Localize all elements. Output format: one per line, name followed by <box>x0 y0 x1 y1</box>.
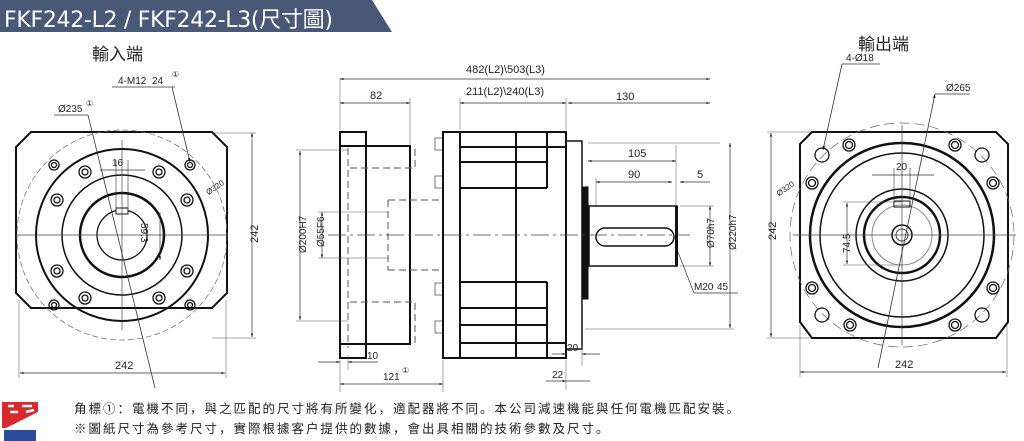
footnote-line-2: ※圖紙尺寸為參考尺寸，實際根據客户提供的數據，會出具相關的技術參數及尺寸。 <box>74 421 611 436</box>
input-width-dim: 242 <box>115 360 133 372</box>
spigot-dia-dim: Ø220h7 <box>728 214 739 250</box>
flange-thk-dim: 10 <box>367 351 379 362</box>
input-height-dim: 242 <box>249 225 261 243</box>
input-bolt-holes <box>48 159 196 311</box>
page-title: FKF242-L2 / FKF242-L3(尺寸圖) <box>4 8 333 33</box>
thread-depth: 45 <box>717 282 729 293</box>
output-end-label: 輸出端 <box>858 35 909 54</box>
output-key-height: 74.5 <box>842 233 853 253</box>
total-length-dim: 482(L2)\503(L3) <box>466 64 545 76</box>
spigot-len-dim: 20 <box>567 343 579 354</box>
input-length-dim: 82 <box>370 90 382 102</box>
bore-dia-dim: Ø55F6 <box>316 216 327 247</box>
footnote-mark: ① <box>86 99 93 108</box>
title-banner: FKF242-L2 / FKF242-L3(尺寸圖) <box>0 0 392 33</box>
shaft-dia-dim: Ø70h7 <box>706 218 717 248</box>
input-flange-dia: Ø320 <box>205 178 227 197</box>
output-width-dim: 242 <box>895 359 913 371</box>
output-mount-holes <box>805 138 1000 332</box>
footnote-line-1: 角標①：電機不同，與之匹配的尺寸將有所變化，適配器將不同。本公司減速機能與任何電… <box>74 401 742 416</box>
output-pcd-callout: Ø265 <box>946 83 971 94</box>
input-key-height: 59.3 <box>138 223 149 243</box>
input-bolt-callout: 4-M12 <box>118 76 147 87</box>
banner-background <box>0 0 392 32</box>
footnote-mark: ① <box>172 70 179 79</box>
flange-len-dim: 22 <box>552 370 564 381</box>
key-offset-dim: 5 <box>697 169 703 181</box>
side-view: 482(L2)\503(L3) 82 211(L2)\240(L3) 130 1… <box>296 64 739 392</box>
company-logo <box>0 398 40 441</box>
input-end-label: 輸入端 <box>92 45 143 64</box>
body-length-dim: 211(L2)\240(L3) <box>466 86 544 98</box>
footnote-mark: ① <box>402 366 409 375</box>
output-flange-dia: Ø320 <box>775 179 797 198</box>
shaft-length-dim: 105 <box>628 148 646 160</box>
input-bolt-depth: 24 <box>152 76 164 87</box>
output-height-dim: 242 <box>767 222 779 240</box>
input-end-view: 輸入端 4-M12 24 ① <box>15 45 261 389</box>
output-key-width: 20 <box>896 162 908 173</box>
output-hole-callout: 4-Ø18 <box>846 53 874 64</box>
input-pcd-callout: Ø235 <box>58 104 83 115</box>
pilot-dia-dim: Ø200H7 <box>298 215 309 253</box>
output-flange-outline <box>799 131 1009 339</box>
thread-callout: M20 <box>694 282 714 293</box>
output-end-view: 輸出端 4-Ø18 Ø26 <box>767 35 1016 377</box>
input-flange-outline <box>15 131 228 309</box>
input-key-width: 16 <box>112 158 124 169</box>
output-length-dim: 130 <box>616 91 634 103</box>
adapter-length-dim: 121 <box>383 372 400 383</box>
key-length-dim: 90 <box>628 169 640 181</box>
